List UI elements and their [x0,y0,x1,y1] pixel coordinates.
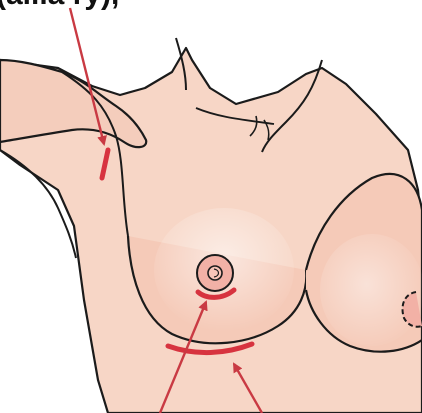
right-breast-highlight [320,234,422,346]
left-nipple [208,266,222,280]
caption-fragment: (ailla ry), [0,0,119,10]
